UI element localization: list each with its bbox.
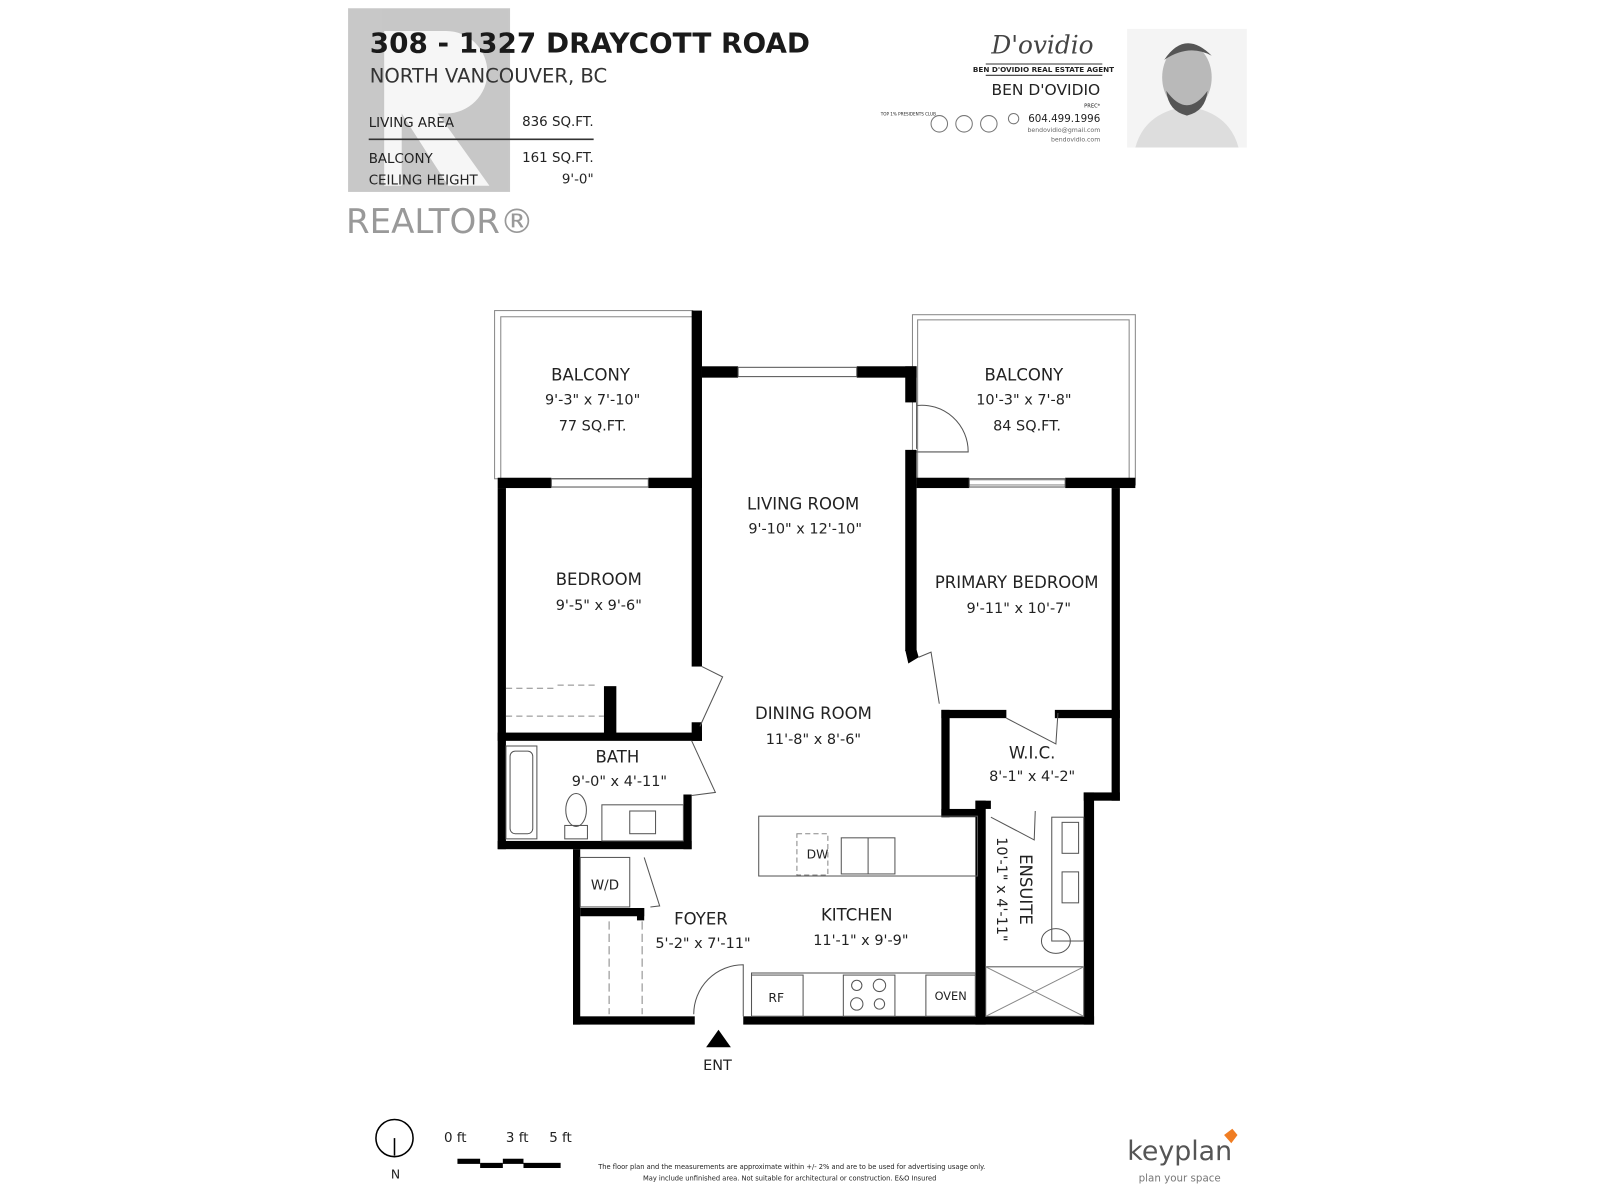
fixtures: W/D DW RF OVEN [505,684,1085,1017]
living-room-dims: 9'-10" x 12'-10" [748,521,862,537]
stove-burners-icon [842,974,896,1017]
foyer-dims: 5'-2" x 7'-11" [655,936,750,952]
ensuite-name: ENSUITE [1016,854,1035,925]
agent-award: TOP 1% PRESIDENTS CLUB [880,112,936,117]
shower-icon [985,966,1085,1017]
dining-room-dims: 11'-8" x 8'-6" [766,732,861,748]
foyer-name: FOYER [674,910,728,929]
dishwasher-label: DW [807,847,829,861]
stat-label-ceiling-height: CEILING HEIGHT [369,174,479,189]
agent-logo-script: D'ovidio [990,31,1093,60]
scale-label-0: 0 ft [444,1131,467,1146]
scale-label-3: 3 ft [506,1131,529,1146]
room-labels: BALCONY 9'-3" x 7'-10" 77 SQ.FT. BALCONY… [545,366,1099,952]
balcony-left-area: 77 SQ.FT. [559,418,627,434]
primary-bedroom-name: PRIMARY BEDROOM [935,573,1099,592]
agent-email: bendovidio@gmail.com [1028,126,1101,134]
wic-name: W.I.C. [1009,743,1056,762]
oven-label: OVEN [935,989,967,1003]
walls [497,310,1136,1025]
stat-label-living-area: LIVING AREA [369,116,455,131]
keyplan-fox-icon [1224,1128,1238,1144]
wic-dims: 8'-1" x 4'-2" [989,769,1075,785]
keyplan-tagline: plan your space [1139,1172,1221,1184]
ensuite-dims: 10'-1" x 4'-11" [993,837,1009,941]
entrance-arrow-icon [706,1029,731,1048]
toilet-icon [565,792,587,827]
vanity-icon [601,804,684,842]
balcony-left-name: BALCONY [551,366,631,385]
agent-block: D'ovidio BEN D'OVIDIO REAL ESTATE AGENT … [880,28,1247,148]
stat-value-balcony: 161 SQ.FT. [522,151,594,166]
kitchen-dims: 11'-1" x 9'-9" [813,933,908,949]
bedroom-dims: 9'-5" x 9'-6" [556,598,642,614]
kitchen-island [758,815,978,877]
award-badges-icon [930,112,1020,133]
living-room-name: LIVING ROOM [747,495,859,514]
balcony-right-area: 84 SQ.FT. [993,418,1061,434]
agent-name: BEN D'OVIDIO [992,81,1101,99]
agent-phone: 604.499.1996 [1028,113,1100,125]
floor-plan: W/D DW RF OVEN BALCONY 9'-3 [494,310,1136,1074]
realtor-watermark-text: REALTOR® [346,202,534,242]
disclaimer-line-2: May include unfinished area. Not suitabl… [643,1174,936,1182]
north-compass-icon [375,1118,414,1158]
agent-designation: PREC* [1084,103,1101,109]
ensuite-toilet-icon [1040,928,1071,954]
washer-dryer [579,856,631,908]
realtor-watermark [348,8,511,192]
property-address: 308 - 1327 DRAYCOTT ROAD [370,27,810,60]
dining-room-name: DINING ROOM [755,704,872,723]
north-label: N [391,1167,400,1181]
wd-label: W/D [591,878,619,893]
doors [643,402,1059,1017]
balcony-left-dims: 9'-3" x 7'-10" [545,392,640,408]
bath-name: BATH [595,748,639,767]
stat-value-living-area: 836 SQ.FT. [522,115,594,130]
fridge-label: RF [768,991,784,1005]
balcony-right-name: BALCONY [985,366,1065,385]
entrance-label: ENT [703,1058,732,1074]
agent-website: bendovidio.com [1051,136,1100,143]
keyplan-logo-text: keyplan [1127,1136,1232,1167]
agent-logo-tagline: BEN D'OVIDIO REAL ESTATE AGENT [973,65,1114,74]
bedroom-name: BEDROOM [556,570,642,589]
balcony-right-dims: 10'-3" x 7'-8" [976,392,1071,408]
scale-bar [457,1158,561,1169]
stat-value-ceiling-height: 9'-0" [562,173,594,188]
bath-dims: 9'-0" x 4'-11" [572,774,667,790]
scale-label-5: 5 ft [549,1131,572,1146]
kitchen-name: KITCHEN [821,905,892,924]
stat-label-balcony: BALCONY [369,152,434,167]
property-city: NORTH VANCOUVER, BC [370,65,608,88]
ensuite-vanity [1051,816,1085,942]
bathtub-icon [505,745,538,840]
windows [550,366,1066,488]
primary-bedroom-dims: 9'-11" x 10'-7" [967,601,1071,617]
agent-photo [1127,28,1247,148]
disclaimer-line-1: The floor plan and the measurements are … [597,1163,985,1171]
